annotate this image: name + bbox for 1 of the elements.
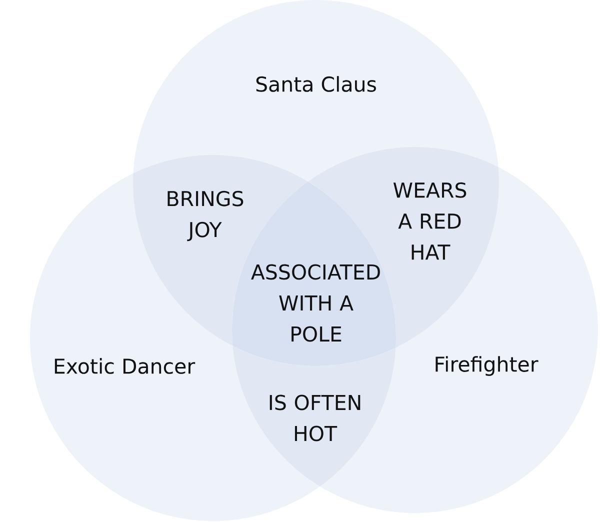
overlap-region: IS OFTEN HOT [232, 346, 396, 486]
